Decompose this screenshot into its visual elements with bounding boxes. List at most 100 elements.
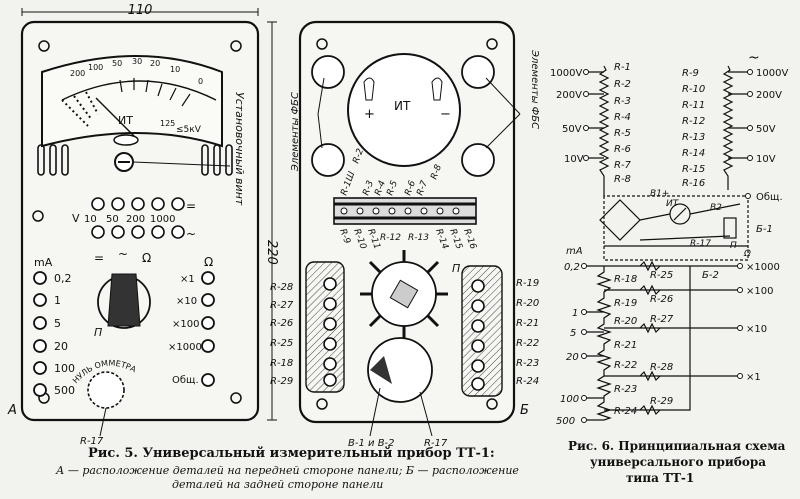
voltage-values: 10 50 200 1000: [84, 214, 175, 225]
svg-text:20: 20: [566, 352, 579, 363]
svg-text:100: 100: [560, 394, 579, 405]
b2-schematic-label: Б-2: [702, 270, 719, 281]
fig6-caption-line2: универсального прибора: [590, 455, 766, 469]
p-schematic-label: П: [730, 241, 737, 251]
meter-scale-arc: [61, 80, 217, 101]
svg-text:R-26: R-26: [270, 318, 293, 329]
voltage-v-label: V: [72, 212, 80, 225]
common-label: Общ.: [756, 192, 783, 203]
svg-text:R-5: R-5: [614, 128, 631, 139]
svg-text:R-27: R-27: [650, 314, 674, 325]
svg-text:200: 200: [126, 214, 145, 225]
svg-text:R-12: R-12: [682, 116, 705, 127]
svg-text:R-2: R-2: [614, 79, 631, 90]
svg-text:R-8: R-8: [429, 163, 444, 181]
rear-potentiometer: [367, 337, 433, 403]
fig6-caption-line3: типа ТТ-1: [626, 471, 695, 485]
svg-text:1000V: 1000V: [550, 68, 582, 79]
vent-slots-right: [201, 144, 233, 176]
chain-labels: R-18 R-19 R-20 R-21 R-22 R-23 R-24: [614, 274, 637, 417]
ohm-column-label: Ω: [204, 255, 213, 269]
svg-text:10V: 10V: [756, 154, 776, 165]
svg-text:5: 5: [54, 317, 61, 330]
null-ohmmeter-knob: [87, 371, 125, 409]
ac-divider-chain: [722, 65, 734, 190]
svg-text:R-19: R-19: [614, 298, 637, 309]
shunt-labels: R-25 R-26 R-27 R-28 R-29: [650, 270, 674, 407]
voltage-jacks-bottom: [91, 225, 185, 239]
svg-text:10: 10: [170, 65, 180, 74]
svg-text:10V: 10V: [564, 154, 584, 165]
zero-adjust-screw: [113, 134, 139, 146]
vent-slots-left: [37, 144, 69, 176]
ac-tilde-label: ~: [748, 50, 760, 66]
r17-front-label: R-17: [80, 436, 104, 447]
rear-meter-label: ИТ: [394, 99, 411, 113]
dc-divider-chain: [598, 65, 610, 196]
meter-dot-scale: [61, 91, 99, 127]
dim-height-label: 220: [264, 240, 279, 265]
svg-text:R-24: R-24: [516, 376, 539, 387]
svg-text:R-27: R-27: [270, 300, 294, 311]
fbs-cell-tr: [461, 55, 495, 89]
setting-screw-label: Установочный винт: [233, 92, 246, 206]
svg-text:R-2: R-2: [351, 147, 366, 165]
svg-text:0: 0: [198, 77, 203, 86]
switch-letter-label: П: [94, 326, 102, 339]
svg-text:R-21: R-21: [614, 340, 637, 351]
letter-b: Б: [520, 403, 529, 418]
svg-text:200V: 200V: [756, 90, 782, 101]
fig5-caption-line2: А — расположение деталей на передней сто…: [56, 464, 519, 477]
svg-text:50: 50: [106, 214, 119, 225]
svg-text:R-22: R-22: [614, 360, 637, 371]
meter-window: [41, 55, 223, 148]
fbs-cell-tl: [311, 55, 345, 89]
meter-needle: [95, 97, 139, 141]
svg-text:R-20: R-20: [516, 298, 539, 309]
svg-text:1000V: 1000V: [756, 68, 788, 79]
fbs-right-label: Элементы ФБС: [529, 49, 540, 129]
svg-text:R-18: R-18: [270, 358, 293, 369]
svg-text:0,2: 0,2: [564, 262, 580, 273]
svg-text:500: 500: [54, 384, 75, 397]
svg-text:R-7: R-7: [614, 160, 632, 171]
svg-text:100: 100: [54, 362, 75, 375]
svg-text:Ω: Ω: [142, 251, 151, 265]
svg-text:−: −: [440, 107, 451, 122]
voltage-ac-sign: ~: [186, 227, 196, 241]
fbs-cell-bl: [311, 143, 345, 177]
svg-text:R-12: R-12: [380, 233, 401, 243]
ma-schematic-label: mA: [566, 246, 583, 257]
ma-values: 0,2 1 5 20 100 500: [54, 272, 75, 397]
svg-text:R-16: R-16: [682, 178, 705, 189]
svg-text:1: 1: [54, 294, 61, 307]
ma-terminals: [581, 263, 587, 423]
svg-text:×1000: ×1000: [168, 342, 202, 353]
svg-text:R-21: R-21: [516, 318, 539, 329]
svg-text:R-29: R-29: [650, 396, 673, 407]
meter-125-label: 125: [160, 119, 175, 128]
svg-text:500: 500: [556, 416, 575, 427]
svg-text:R-9: R-9: [337, 228, 352, 246]
screw-tl: [38, 40, 50, 52]
ohm-mult-labels: ×1000 ×100 ×10 ×1: [746, 262, 780, 383]
r17-schematic-label: R-17: [690, 239, 711, 249]
screw-br: [230, 392, 242, 404]
svg-text:R-3: R-3: [361, 179, 376, 197]
letter-a: А: [7, 403, 17, 418]
ma-jacks: [33, 271, 47, 397]
ohm-mult-terminals: [737, 263, 743, 379]
svg-text:200V: 200V: [556, 90, 582, 101]
svg-text:×100: ×100: [746, 286, 773, 297]
meter-kv-label: ≤5кV: [176, 125, 202, 135]
svg-text:R-22: R-22: [516, 338, 539, 349]
ohm-values: ×1 ×10 ×100 ×1000 Общ.: [168, 274, 202, 386]
svg-text:10: 10: [84, 214, 97, 225]
svg-text:R-26: R-26: [650, 294, 673, 305]
svg-text:R-3: R-3: [614, 96, 631, 107]
bridge-frame: [603, 195, 749, 261]
svg-text:50: 50: [112, 59, 122, 68]
fig6-caption-line1: Рис. 6. Принципиальная схема: [568, 439, 786, 453]
svg-text:Общ.: Общ.: [172, 375, 199, 386]
ohm-jacks: [201, 271, 215, 387]
